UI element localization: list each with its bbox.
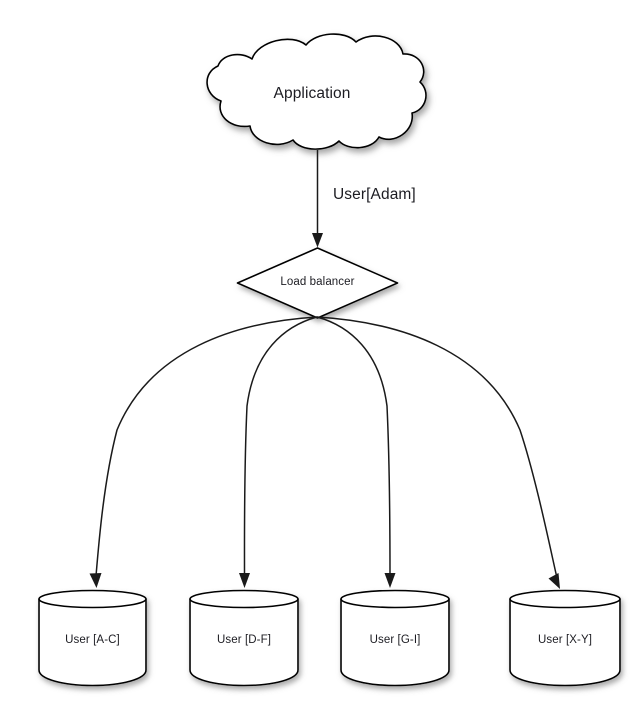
database-label-1: User [A-C] [65,634,120,646]
node-load-balancer[interactable] [236,247,399,319]
arrowhead-icon [312,233,323,248]
node-database-2[interactable] [189,589,299,687]
database-label-3: User [G-I] [369,634,421,646]
edge-curve [243,316,318,577]
edge-curve [316,316,391,577]
cylinder-top [509,589,621,609]
database-label-2: User [D-F] [216,634,272,646]
arrowhead-icon [239,573,250,588]
cloud-shape [206,33,427,150]
arrowhead-icon [548,573,560,589]
load-balancer-label: Load balancer [280,276,355,288]
edge-label-user-adam: User[Adam] [333,186,416,203]
application-label: Application [273,85,351,102]
edge-application-to-load-balancer [312,150,323,248]
cylinder-top [340,589,450,609]
node-database-1[interactable] [38,589,147,687]
edge-lb-to-db-2 [239,316,318,588]
cylinder-body [509,598,621,687]
cylinder-body [189,598,299,687]
cylinder-top [189,589,299,609]
node-application[interactable] [206,33,427,150]
cylinder-top [38,589,147,609]
edge-curve [95,316,318,577]
edge-lb-to-db-1 [89,316,318,588]
diamond-shape [236,247,399,319]
cylinder-body [340,598,450,687]
edge-lb-to-db-4 [316,316,560,589]
arrowhead-icon [384,573,396,588]
arrowhead-icon [89,573,102,588]
edge-curve [316,316,558,579]
node-database-3[interactable] [340,589,450,687]
database-label-4: User [X-Y] [537,634,593,646]
node-database-4[interactable] [509,589,621,687]
edge-lb-to-db-3 [316,316,396,588]
cylinder-body [38,598,147,687]
